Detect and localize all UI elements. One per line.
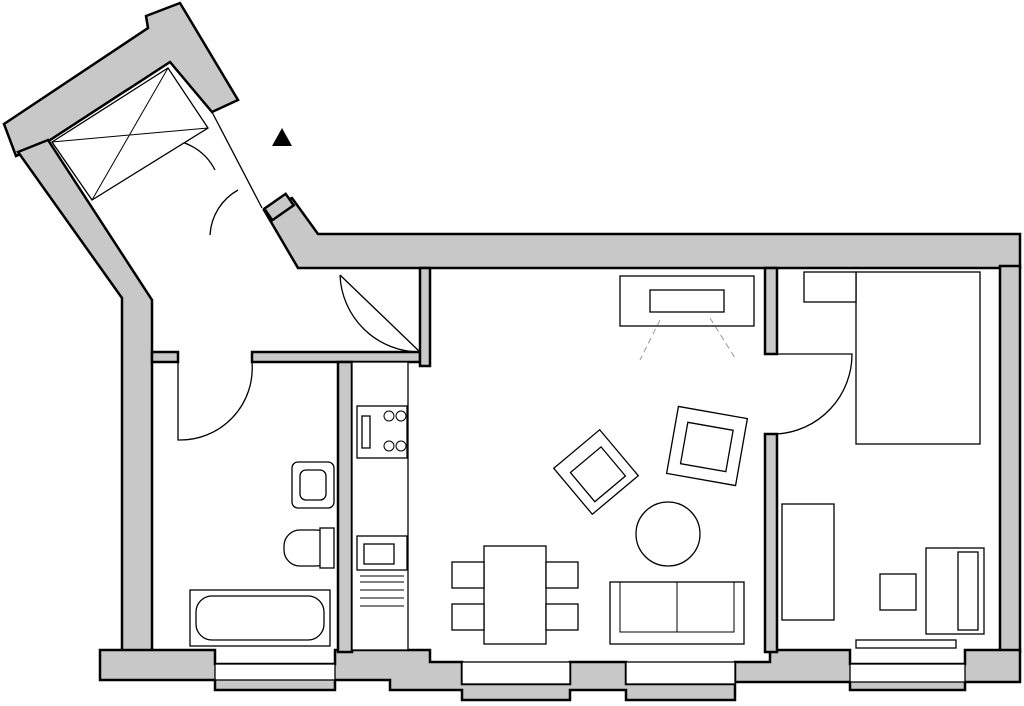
door-hall-living: [339, 274, 421, 353]
dining-table: [483, 545, 547, 645]
wall-left-exterior: [16, 138, 154, 654]
wall-top-exterior: [262, 196, 1022, 270]
windows: [214, 661, 966, 685]
window-living-right: [625, 661, 736, 685]
bed: [855, 271, 981, 445]
wall-living-bedroom-upper: [763, 266, 779, 356]
living-room-furniture: [451, 275, 755, 645]
wall-bath-kitchen: [336, 360, 354, 654]
bathroom: [189, 461, 335, 647]
nightstand: [803, 271, 857, 303]
tv: [649, 289, 725, 313]
bedroom-furniture: [781, 271, 985, 649]
wall-hall-bath: [150, 350, 180, 364]
entrance-arrow-icon: [272, 128, 292, 146]
window-bath: [214, 663, 336, 681]
wall-hall-living: [418, 266, 432, 368]
armchair-left: [552, 428, 640, 516]
kitchen: [351, 361, 409, 651]
wall-living-bedroom-lower: [763, 432, 779, 654]
door-bedroom: [776, 353, 853, 435]
wall-hall-kitchen: [250, 350, 422, 364]
entry-closet: [51, 67, 209, 201]
coffee-table: [635, 501, 701, 567]
window-bedroom: [849, 663, 966, 683]
desk-chair: [879, 573, 917, 611]
wall-right-exterior: [998, 264, 1022, 654]
armchair-right: [665, 405, 749, 487]
wardrobe: [781, 503, 835, 621]
kitchen-counter: [351, 361, 409, 651]
window-living-left: [461, 661, 571, 685]
wall-entry-jamb: [262, 192, 296, 222]
door-bathroom: [177, 361, 253, 441]
